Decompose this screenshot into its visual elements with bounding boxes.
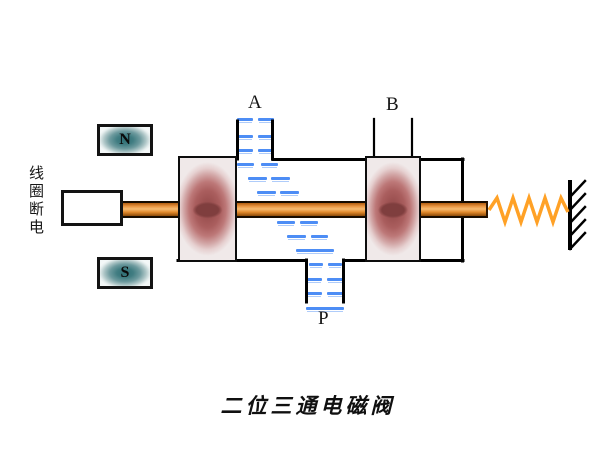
fluid-dash [237,149,253,152]
fluid-dash [237,135,253,138]
fluid-dash [237,118,253,121]
fluid-dash [258,149,274,152]
fluid-dash [271,177,290,180]
return-spring-housing [61,190,123,226]
fluid-dash [258,135,274,138]
port-a-channel [236,119,274,161]
fluid-dash [305,292,322,295]
port-p-channel [305,258,345,304]
fluid-dash [257,191,276,194]
magnet-south-label: S [120,264,130,281]
magnet-north-box: N [97,124,153,156]
fluid-dash [258,118,274,121]
fluid-dash [248,177,267,180]
fluid-dash [280,191,299,194]
fluid-dash [296,249,334,252]
diagram-title: 二位三通电磁阀 [220,394,396,418]
fluid-dash [328,263,342,266]
fluid-dash [261,163,278,166]
fluid-dash [327,292,344,295]
piston-left [178,156,237,262]
fluid-dash [300,221,318,224]
magnet-south-box: S [97,257,153,289]
coil-state-label: 线圈断电 [27,165,44,237]
fluid-dash [327,278,344,281]
fluid-dash [306,307,344,310]
port-b-label: B [386,94,399,115]
magnet-north-label: N [119,131,131,148]
fluid-dash [277,221,295,224]
coil-spring-right-icon [487,192,570,228]
port-b-channel [372,117,414,160]
fluid-dash [237,163,254,166]
wall-hatching-icon [568,179,587,251]
plunger-rod [122,201,488,218]
port-a-label: A [248,92,262,113]
fluid-dash [287,235,306,238]
fluid-dash [311,235,328,238]
fluid-dash [305,278,322,281]
fluid-dash [309,263,323,266]
port-p-label: P [318,308,329,329]
piston-right [365,156,421,262]
